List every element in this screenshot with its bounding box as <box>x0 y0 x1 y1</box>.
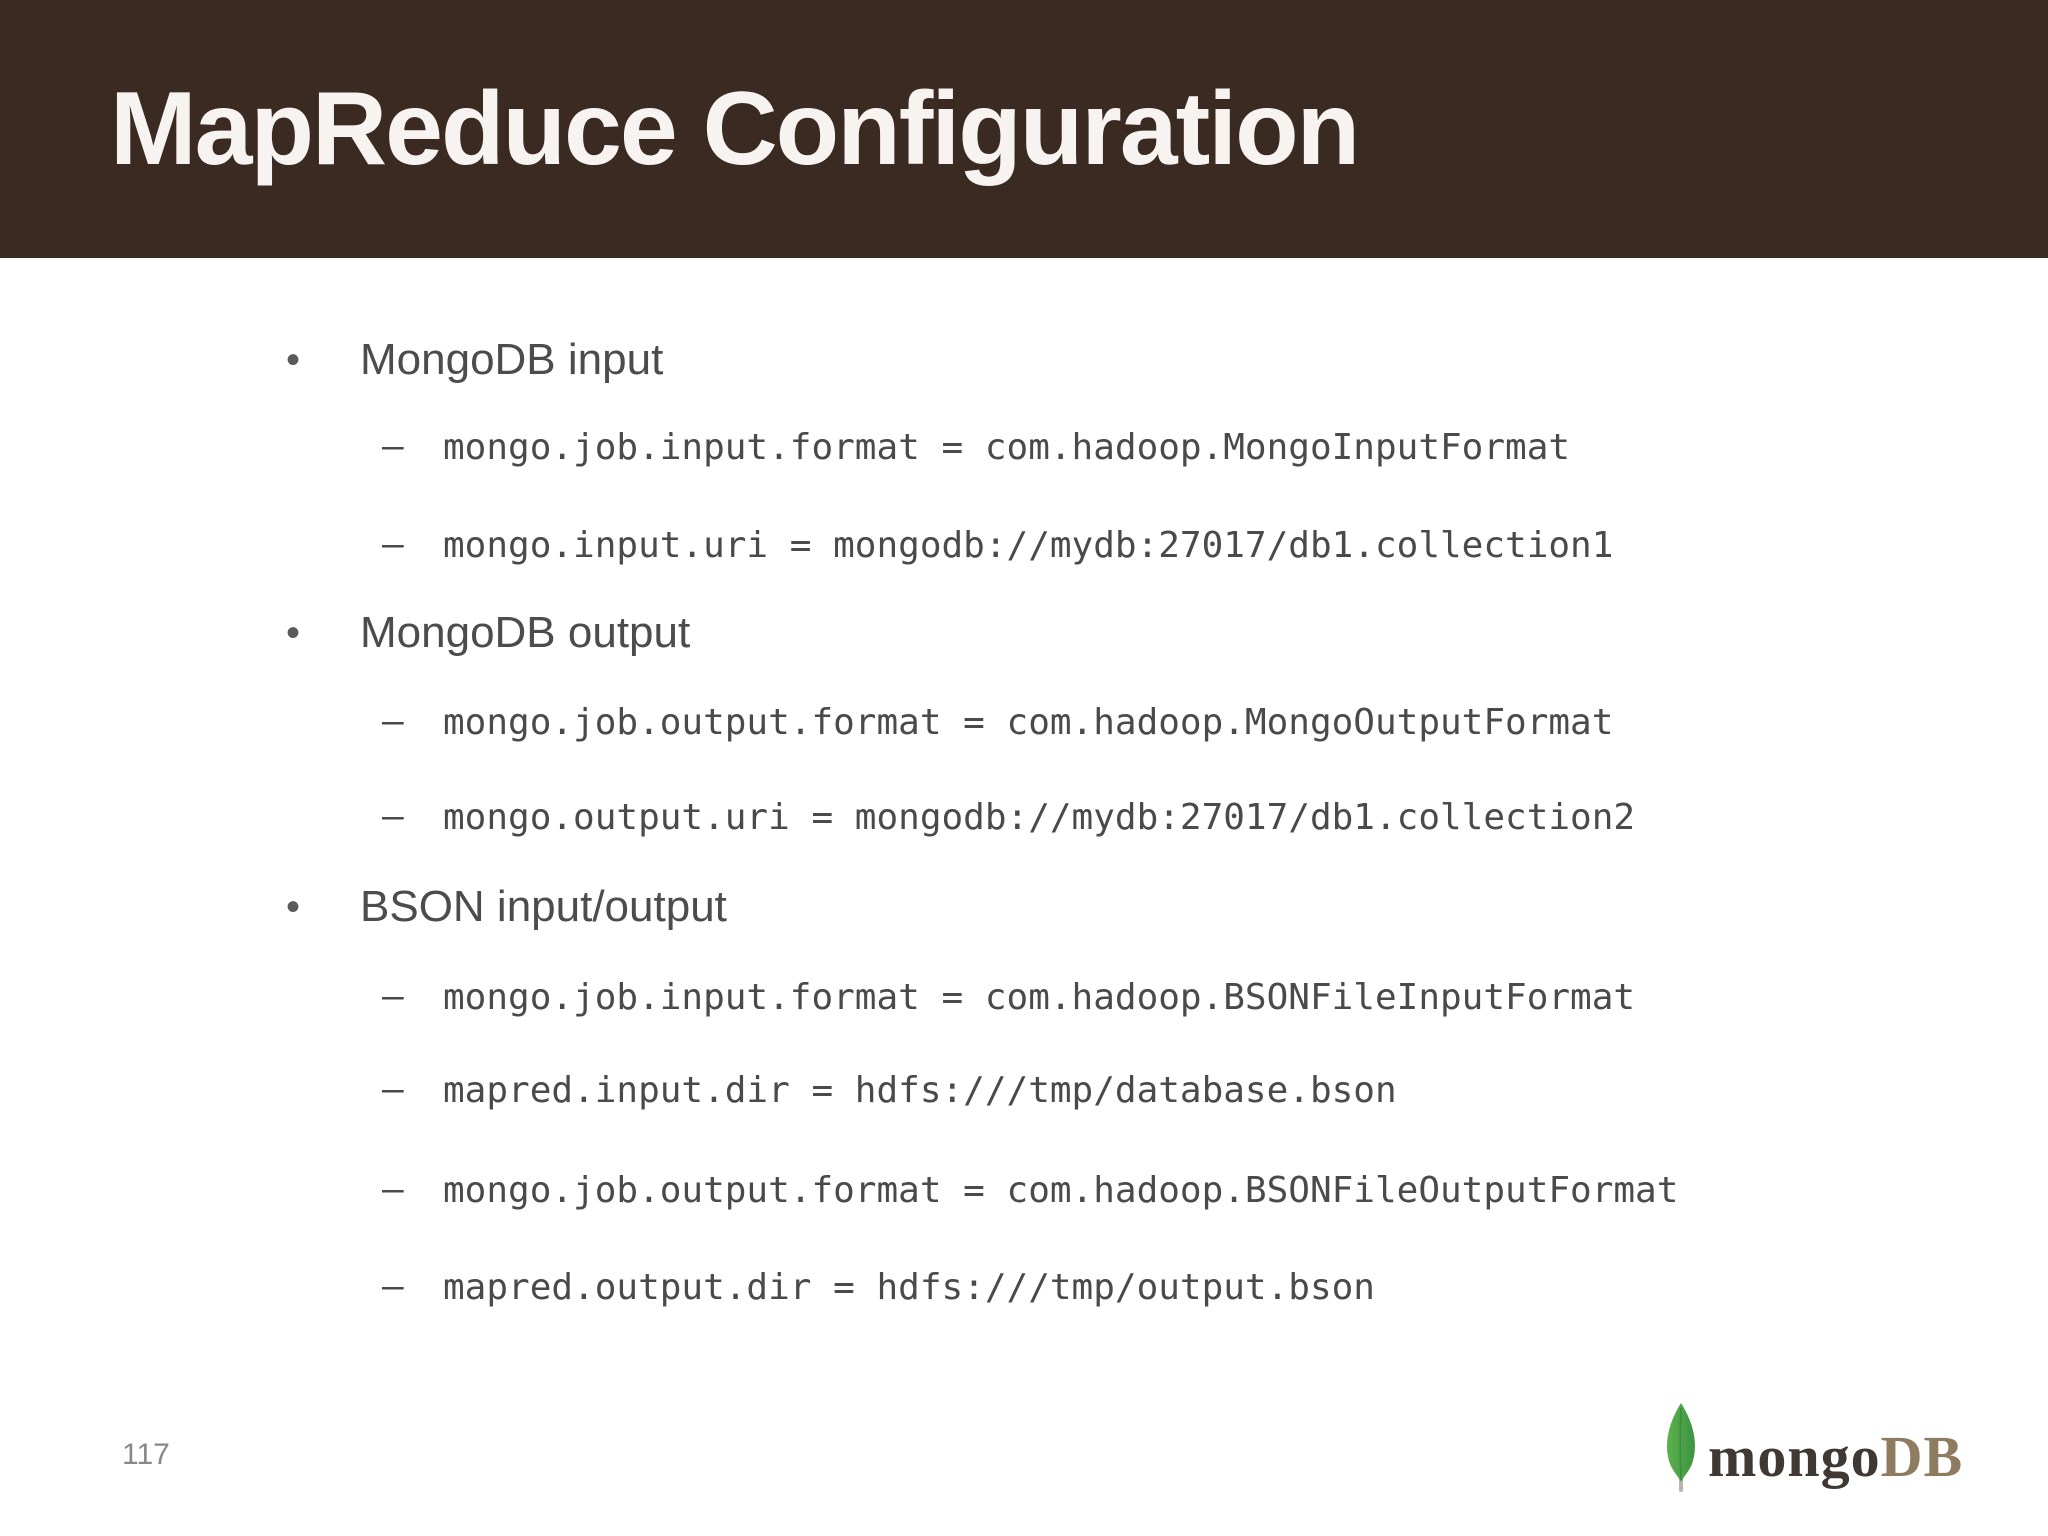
dash-icon <box>382 417 443 477</box>
mongodb-logo: mongoDB <box>1660 1402 1963 1494</box>
bullet-item-code: mongo.job.input.format = com.hadoop.BSON… <box>382 967 1635 1027</box>
wordmark-mongo: mongo <box>1708 1424 1881 1489</box>
mongodb-wordmark: mongoDB <box>1708 1428 1963 1494</box>
config-line: mongo.job.input.format = com.hadoop.BSON… <box>443 976 1636 1018</box>
dash-icon <box>382 1257 443 1317</box>
config-line: mapred.output.dir = hdfs:///tmp/output.b… <box>443 1266 1375 1308</box>
bullet-item-heading: BSON input/output <box>286 877 727 937</box>
dash-icon <box>382 787 443 847</box>
slide-header: MapReduce Configuration <box>0 0 2048 258</box>
mongodb-leaf-icon <box>1667 1403 1695 1492</box>
config-line: mongo.input.uri = mongodb://mydb:27017/d… <box>443 524 1614 566</box>
bullet-item-code: mapred.input.dir = hdfs:///tmp/database.… <box>382 1060 1397 1120</box>
bullet-item-code: mongo.output.uri = mongodb://mydb:27017/… <box>382 787 1635 847</box>
bullet-item-code: mongo.input.uri = mongodb://mydb:27017/d… <box>382 515 1613 575</box>
section-title: MongoDB input <box>360 335 664 384</box>
slide-title: MapReduce Configuration <box>110 70 1360 187</box>
dash-icon <box>382 515 443 575</box>
page-number: 117 <box>122 1438 170 1471</box>
section-title: MongoDB output <box>360 608 691 657</box>
dash-icon <box>382 1060 443 1120</box>
dash-icon <box>382 1160 443 1220</box>
config-line: mongo.job.output.format = com.hadoop.BSO… <box>443 1169 1679 1211</box>
config-line: mapred.input.dir = hdfs:///tmp/database.… <box>443 1069 1397 1111</box>
bullet-item-heading: MongoDB output <box>286 603 690 663</box>
wordmark-db: DB <box>1880 1424 1964 1489</box>
bullet-item-code: mapred.output.dir = hdfs:///tmp/output.b… <box>382 1257 1375 1317</box>
bullet-item-code: mongo.job.input.format = com.hadoop.Mong… <box>382 417 1570 477</box>
bullet-item-heading: MongoDB input <box>286 330 663 390</box>
dash-icon <box>382 692 443 752</box>
section-title: BSON input/output <box>360 882 727 931</box>
bullet-item-code: mongo.job.output.format = com.hadoop.BSO… <box>382 1160 1678 1220</box>
config-line: mongo.job.output.format = com.hadoop.Mon… <box>443 701 1614 743</box>
bullet-dot-icon <box>286 603 360 663</box>
config-line: mongo.job.input.format = com.hadoop.Mong… <box>443 426 1571 468</box>
dash-icon <box>382 967 443 1027</box>
bullet-dot-icon <box>286 877 360 937</box>
bullet-item-code: mongo.job.output.format = com.hadoop.Mon… <box>382 692 1613 752</box>
config-line: mongo.output.uri = mongodb://mydb:27017/… <box>443 796 1636 838</box>
bullet-dot-icon <box>286 330 360 390</box>
